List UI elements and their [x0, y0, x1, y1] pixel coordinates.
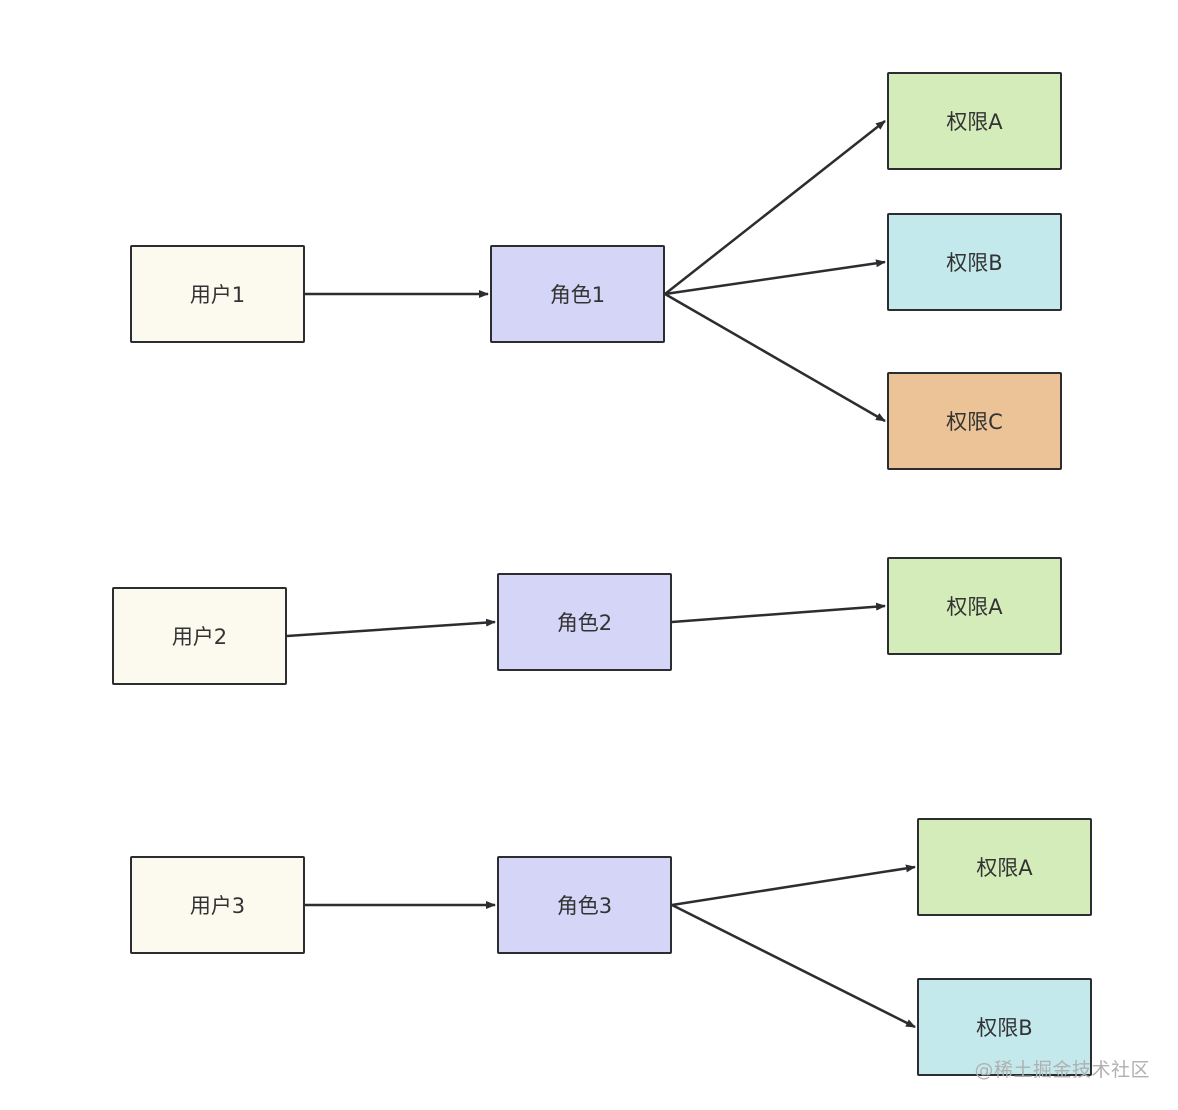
role-node-3: 角色3: [497, 856, 672, 954]
role-node-2: 角色2: [497, 573, 672, 671]
edge-r3-p3a: [671, 864, 916, 907]
edge-r3-p3b: [671, 903, 916, 1029]
permission-node-a: 权限A: [887, 557, 1062, 655]
permission-node-a: 权限A: [917, 818, 1092, 916]
edge-r1-p1c: [664, 292, 886, 423]
permission-node-b: 权限B: [887, 213, 1062, 311]
user-node-3: 用户3: [130, 856, 305, 954]
permission-node-c: 权限C: [887, 372, 1062, 470]
user-node-1: 用户1: [130, 245, 305, 343]
edge-r1-p1a: [664, 120, 886, 295]
role-node-1: 角色1: [490, 245, 665, 343]
edge-r1-p1b: [664, 259, 886, 296]
watermark: @稀土掘金技术社区: [974, 1059, 1150, 1081]
permission-node-b: 权限B: [917, 978, 1092, 1076]
permission-node-a: 权限A: [887, 72, 1062, 170]
edge-r2-p2a: [671, 602, 886, 624]
user-node-2: 用户2: [112, 587, 287, 685]
edge-u2-r2: [286, 618, 496, 638]
